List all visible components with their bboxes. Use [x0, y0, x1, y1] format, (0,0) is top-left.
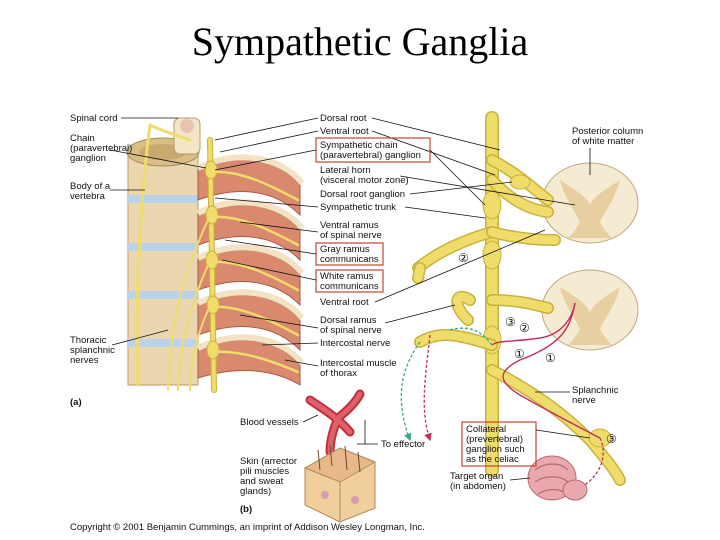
label-ventral-root-top: Ventral root [320, 126, 369, 137]
label-intercostal-muscle-line2: of thorax [320, 368, 357, 379]
label-white-ramus-line1: White ramus [320, 271, 374, 282]
label-lateral-horn-line1: Lateral horn [320, 165, 371, 176]
label-white-ramus-line2: communicans [320, 281, 379, 292]
label-posterior-column-line2: of white matter [572, 136, 634, 147]
label-collateral-line2: (prevertebral) [466, 434, 523, 445]
panel-b-label: (b) [240, 504, 252, 515]
to-effector-bracket [357, 420, 378, 445]
pathway-marker-3-lower: ③ [606, 432, 617, 446]
pathway-marker-2-upper: ② [458, 251, 469, 265]
label-to-effector: To effector [381, 439, 425, 450]
spinal-cord-section-lower [541, 269, 639, 351]
label-thoracic-line2: splanchnic [70, 345, 115, 356]
labels-center: Dorsal root Ventral root Sympathetic cha… [214, 113, 576, 379]
sympathetic-trunk [135, 123, 300, 393]
label-ventral-ramus-line1: Ventral ramus [320, 220, 379, 231]
label-gray-ramus-line1: Gray ramus [320, 244, 370, 255]
label-collateral-line1: Collateral [466, 424, 506, 435]
label-vertebra-line2: vertebra [70, 191, 106, 202]
label-thoracic-line3: nerves [70, 355, 99, 366]
neuron-pathways [400, 302, 604, 489]
copyright-text: Copyright © 2001 Benjamin Cummings, an i… [70, 522, 425, 533]
label-sym-chain-line2: (paravertebral) ganglion [320, 150, 421, 161]
label-blood-vessels: Blood vessels [240, 417, 299, 428]
label-skin-line3: and sweat [240, 476, 284, 487]
label-target-organ-line2: (in abdomen) [450, 481, 506, 492]
label-skin-line1: Skin (arrector [240, 456, 297, 467]
label-chain-line1: Chain [70, 133, 95, 144]
pathway-marker-1-right: ① [545, 351, 556, 365]
label-vertebra-line1: Body of a [70, 181, 111, 192]
label-ventral-root-bottom: Ventral root [320, 297, 369, 308]
label-dorsal-root: Dorsal root [320, 113, 367, 124]
panel-a-illustration [126, 117, 305, 393]
label-gray-ramus-line2: communicans [320, 254, 379, 265]
label-intercostal-muscle-line1: Intercostal muscle [320, 358, 397, 369]
label-spinal-cord: Spinal cord [70, 113, 118, 124]
labels-left: Spinal cord Chain (paravertebral) gangli… [70, 113, 207, 408]
label-skin-line2: pili muscles [240, 466, 289, 477]
label-ventral-ramus-line2: of spinal nerve [320, 230, 382, 241]
page-title: Sympathetic Ganglia [191, 19, 529, 64]
labels-right: Posterior column of white matter Splanch… [450, 126, 643, 492]
target-organ-intestine [527, 455, 588, 501]
label-splanchnic-nerve-line2: nerve [572, 395, 596, 406]
label-target-organ-line1: Target organ [450, 471, 503, 482]
pathway-marker-2-lower: ② [519, 321, 530, 335]
pathway-marker-1-left: ① [514, 347, 525, 361]
panel-a-label: (a) [70, 397, 82, 408]
label-collateral-line3: ganglion such [466, 444, 525, 455]
label-skin-line4: glands) [240, 486, 271, 497]
label-collateral-line4: as the celiac [466, 454, 519, 465]
label-intercostal-nerve: Intercostal nerve [320, 338, 390, 349]
nerve-pathways [412, 111, 626, 486]
spinal-cord [173, 117, 201, 155]
highlight-box-collateral-ganglion [461, 421, 537, 467]
blood-vessel-icon [305, 389, 365, 457]
label-dorsal-ramus-line2: of spinal nerve [320, 325, 382, 336]
skin-section-icon [303, 444, 377, 523]
label-posterior-column-line1: Posterior column [572, 126, 643, 137]
labels-panel-b: Blood vessels Skin (arrector pili muscle… [240, 414, 425, 515]
highlight-box-white-ramus [315, 269, 384, 293]
label-chain-line2: (paravertebral) [70, 143, 132, 154]
label-sympathetic-trunk: Sympathetic trunk [320, 202, 396, 213]
label-chain-line3: ganglion [70, 153, 106, 164]
pathway-marker-3-upper: ③ [505, 315, 516, 329]
label-dorsal-ramus-line1: Dorsal ramus [320, 315, 377, 326]
label-sym-chain-line1: Sympathetic chain [320, 140, 398, 151]
label-splanchnic-nerve-line1: Splanchnic [572, 385, 619, 396]
spinal-cord-section-upper [541, 162, 639, 244]
label-thoracic-line1: Thoracic [70, 335, 107, 346]
label-lateral-horn-line2: (visceral motor zone) [320, 175, 409, 186]
label-dorsal-root-ganglion: Dorsal root ganglion [320, 189, 405, 200]
